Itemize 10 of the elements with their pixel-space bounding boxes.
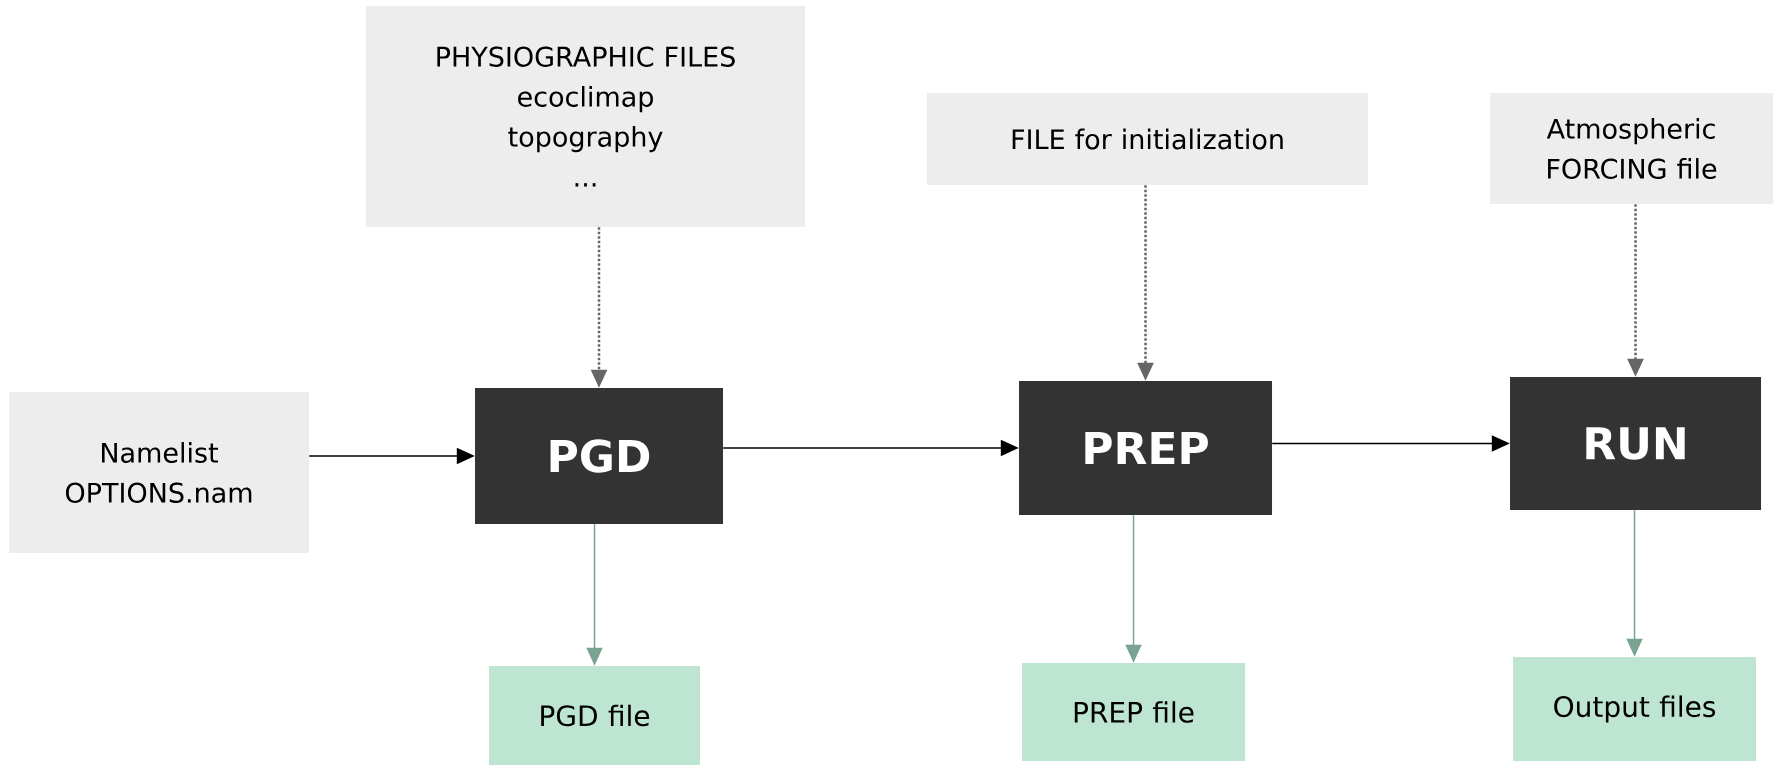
process-box: RUN [1510, 377, 1761, 510]
output-box: PREP file [1022, 663, 1245, 761]
output-box: PGD file [489, 666, 700, 765]
input-box: Namelist OPTIONS.nam [9, 392, 309, 553]
output-box: Output files [1513, 657, 1756, 761]
process-box: PGD [475, 388, 723, 524]
input-box: Atmospheric FORCING file [1490, 93, 1773, 204]
input-box: PHYSIOGRAPHIC FILES ecoclimap topography ... [366, 6, 805, 227]
input-box: FILE for initialization [927, 93, 1368, 185]
process-box: PREP [1019, 381, 1272, 515]
